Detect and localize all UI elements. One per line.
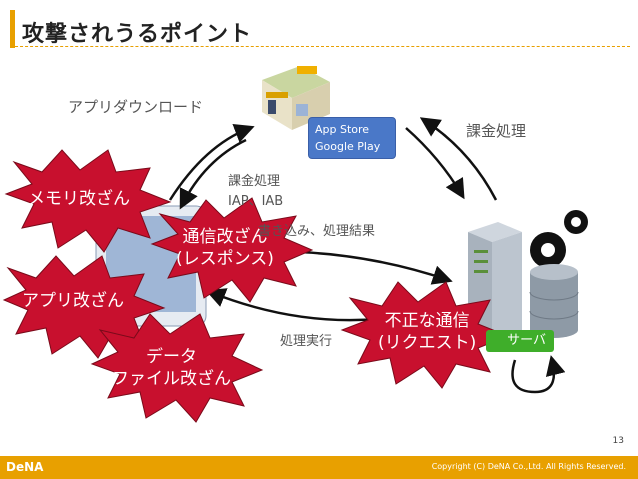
label-write-results: 書き込み、処理結果 [258,224,376,239]
gear-icon [530,210,588,268]
company-logo: DeNA [6,460,44,474]
burst-data-line-1: データ [146,347,197,367]
burst-request-text: 不正な通信 (リクエスト) [378,310,476,354]
title-divider [10,46,630,47]
burst-memory-text: メモリ改ざん [28,189,130,209]
burst-data-text: データ ファイル改ざん [112,346,231,390]
burst-comm-response [150,197,314,303]
arrow-server-loop [511,355,566,394]
burst-comm-line-1: 通信改ざん [182,227,268,247]
label-app-download: アプリダウンロード [68,98,204,116]
page-title: 攻撃されうるポイント [22,22,253,47]
label-execute: 処理実行 [280,334,333,349]
burst-app-text: アプリ改ざん [22,291,124,311]
burst-request-line-2: (リクエスト) [378,333,477,353]
label-billing-mid: 課金処理 [228,174,281,189]
footer-bar [0,456,638,479]
database-icon [529,264,579,338]
burst-request [340,281,510,389]
app-store-box: App Store Google Play [308,117,396,159]
arrow-store-to-server [405,127,465,200]
store-line-1: App Store [315,123,370,136]
burst-memory [4,149,172,253]
burst-comm-text: 通信改ざん (レスポンス) [176,226,274,270]
page-number: 13 [612,436,624,446]
label-iap-iab: IAP、IAB [228,194,284,209]
burst-data-file [90,313,264,423]
store-line-2: Google Play [315,140,381,153]
copyright-text: Copyright (C) DeNA Co.,Ltd. All Rights R… [431,462,626,471]
burst-comm-line-2: (レスポンス) [176,249,274,269]
server-label-box: サーバ [486,330,554,352]
server-label: サーバ [507,333,546,348]
arrow-download [168,123,255,201]
burst-request-line-1: 不正な通信 [384,311,470,331]
label-billing-top: 課金処理 [466,122,527,140]
server-icon [468,222,522,348]
arrow-billing-return [179,138,247,210]
arrow-server-to-store [419,117,498,201]
burst-data-line-2: ファイル改ざん [112,369,231,389]
shop-icon [262,66,330,130]
title-accent-bar [10,10,15,48]
